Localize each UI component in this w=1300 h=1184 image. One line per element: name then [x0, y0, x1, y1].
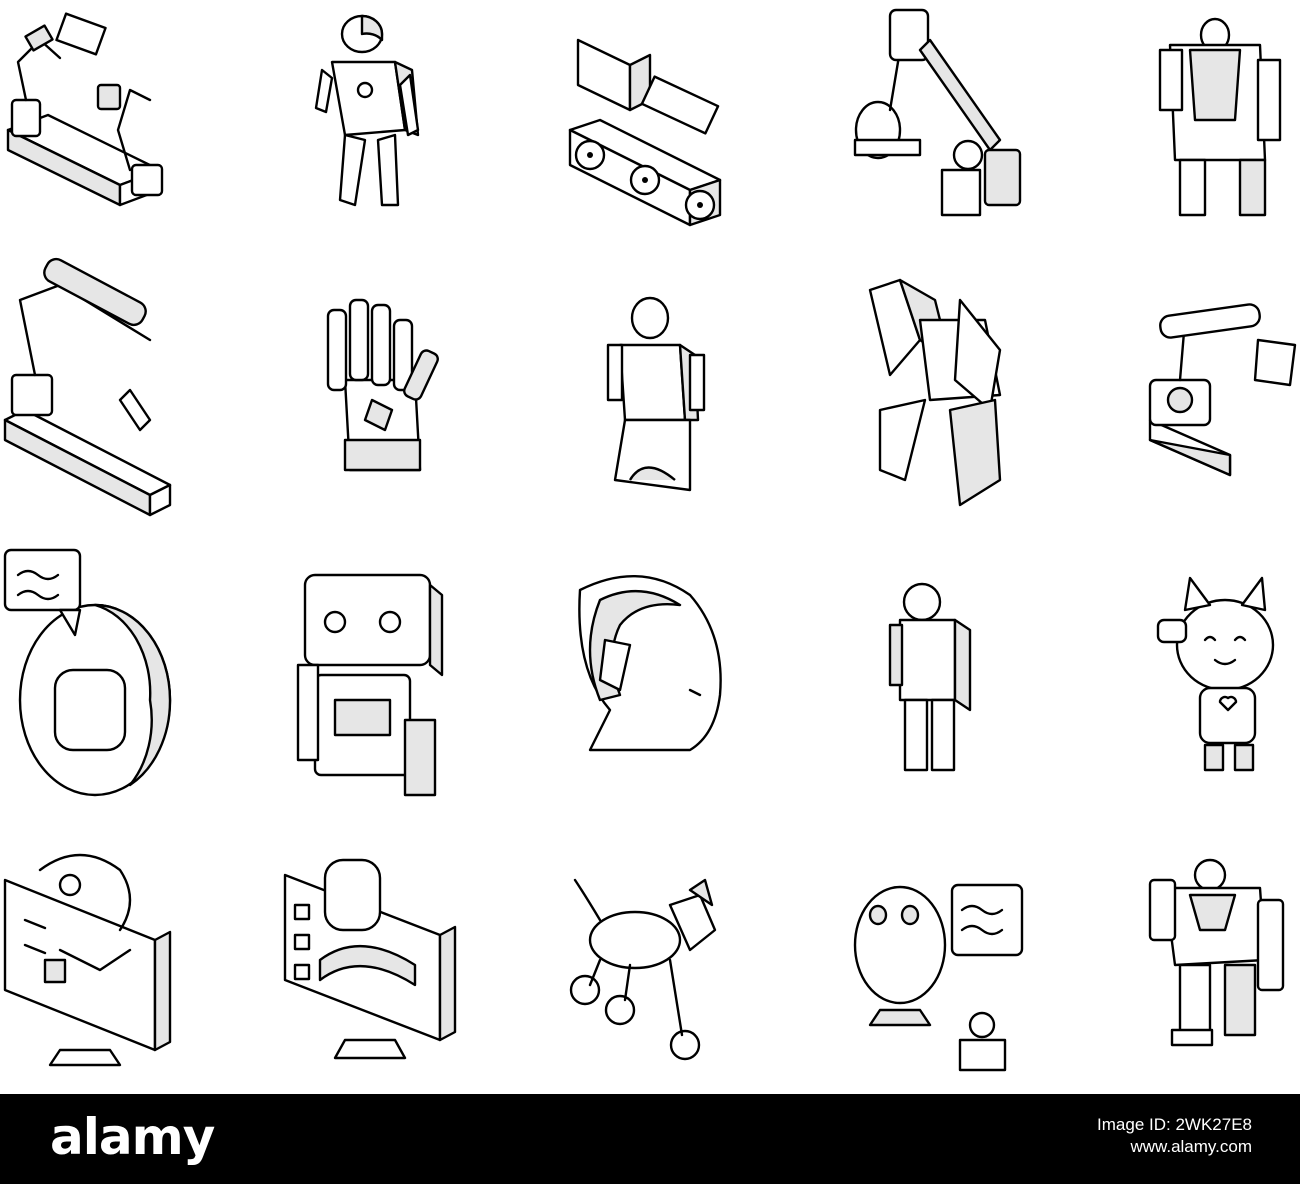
industrial-robot-arm-rail-icon — [3, 257, 172, 517]
android-figure-icon — [606, 296, 706, 492]
tracked-robot-vehicle-icon — [568, 38, 722, 227]
block-humanoid-icon — [888, 582, 972, 772]
robot-monitor-app-icon — [283, 858, 457, 1060]
chatbot-badge-icon — [3, 548, 172, 797]
robotic-hand-icon — [326, 298, 439, 472]
transformer-robot-icon — [868, 278, 1002, 507]
android-head-profile-icon — [578, 575, 722, 752]
stock-domain-link[interactable]: www.alamy.com — [1130, 1137, 1252, 1156]
welding-robot-arm-icon — [1148, 303, 1297, 477]
mech-exoskeleton-icon — [1158, 17, 1282, 217]
humanoid-android-icon — [314, 14, 420, 207]
cute-cat-robot-icon — [1156, 576, 1275, 772]
icon-set-canvas — [3, 8, 1297, 1072]
alamy-logo[interactable]: alamy — [50, 1108, 215, 1166]
image-id-label: Image ID: 2WK27E8 — [1097, 1115, 1252, 1134]
robot-blueprint-monitor-icon — [3, 853, 172, 1067]
box-robot-face-icon — [296, 573, 444, 797]
dual-robot-arms-conveyor-icon — [6, 12, 164, 207]
robot-assistant-chat-icon — [853, 883, 1024, 1072]
robotic-arm-operator-icon — [853, 8, 1022, 217]
stock-watermark-bar: alamy Image ID: 2WK27E8 www.alamy.com — [0, 1094, 1300, 1184]
robot-dog-icon — [569, 878, 717, 1061]
combat-mech-robot-icon — [1148, 858, 1285, 1047]
stock-meta: Image ID: 2WK27E8 www.alamy.com — [1097, 1114, 1252, 1158]
